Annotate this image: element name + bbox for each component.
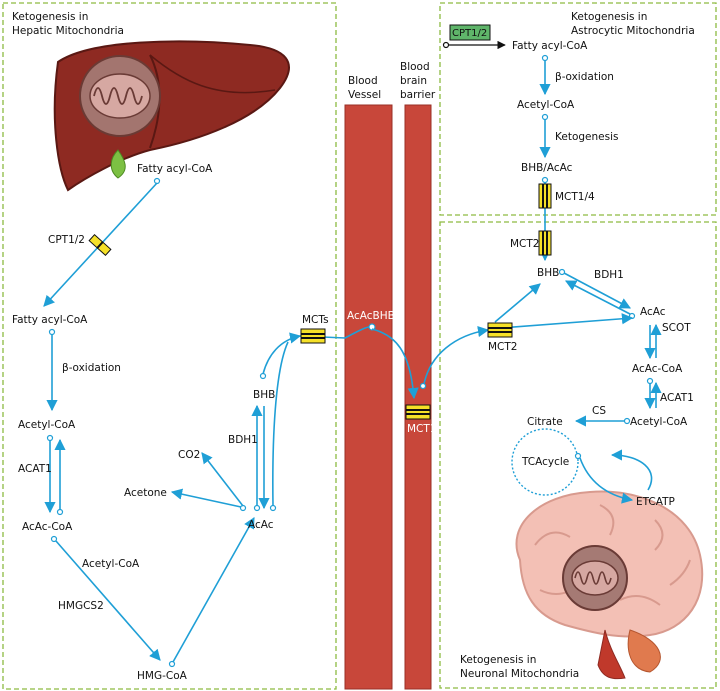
neuron-tca-etc-arrow [579,457,634,504]
liver-illustration [53,40,290,192]
astro-mct14: MCT1/4 [555,191,595,203]
neuron-mct2-top-transporter [538,230,552,256]
hep-acac-mct-path [272,341,289,507]
hep-mcts-label: MCTs [302,314,329,326]
neuron-citrate: Citrate [527,416,563,428]
neuron-etcatp: ETCATP [636,496,675,508]
hep-mcts-transporter [300,328,326,344]
astro-mct14-transporter [538,183,552,209]
astro-cpt-label: CPT1/2 [452,28,487,39]
neuron-scot: SCOT [662,322,691,334]
astro-fatty: Fatty acyl-CoA [512,40,588,52]
astro-bhbacac: BHB/AcAc [521,162,573,174]
mct1-dot [419,382,427,390]
hep-co2-arrow [201,452,244,507]
neuron-tca-dot [574,452,582,460]
neuron-mct2-to-acac [499,313,634,329]
hep-cpt-label: CPT1/2 [48,234,85,246]
neuron-acaccoa: AcAc-CoA [632,363,683,375]
neuron-acat1: ACAT1 [660,392,694,404]
neuron-bdh1-fwd [563,272,631,309]
astro-title-1: Ketogenesis in [571,11,647,23]
hep-fatty-mid: Fatty acyl-CoA [12,314,88,326]
neuronal-panel [439,221,717,689]
hep-acetone-arrow [170,488,242,508]
mct1-transporter [405,404,431,420]
acacbhb-label: AcAcBHB [347,310,395,322]
hepatic-title-1: Ketogenesis in [12,11,88,23]
blood-vessel-label-2: Vessel [348,89,381,101]
neuron-bhb: BHB [537,267,559,279]
hep-hmg-dot [168,660,176,668]
hep-bhb-dot [259,372,267,380]
hep-hmg-acac-arrow [172,517,255,663]
hep-bhb: BHB [253,389,275,401]
hep-acetyl2: Acetyl-CoA [82,558,140,570]
blood-brain-barrier [404,104,432,690]
astro-betaox: β-oxidation [555,71,614,83]
neuron-etc-loop-arrow [610,449,653,491]
neuron-mct2-to-bhb [494,283,541,323]
hep-acaccoa: AcAc-CoA [22,521,73,533]
hep-hmgcs2-arrow [55,540,161,661]
hep-acat1-label: ACAT1 [18,463,52,475]
hep-bdh1-label: BDH1 [228,434,258,446]
vessel-to-mct1-arrow [371,328,419,400]
neuron-bdh1-back [565,280,631,315]
neuron-mct2-left: MCT2 [488,341,518,353]
hep-acat1-up-dot [56,508,64,516]
vessel-dot [368,323,376,331]
neuron-bhb-dot [558,268,566,276]
hepatic-title-2: Hepatic Mitochondria [12,25,124,37]
astro-bhbacac-dot [541,176,549,184]
neuron-mct2-left-transporter [487,322,513,338]
hep-fatty-top-dot [153,177,161,185]
astro-cpt-dot [442,41,450,49]
neuron-tca: TCAcycle [521,456,569,468]
hep-fatty-top: Fatty acyl-CoA [137,163,213,175]
hep-acetone: Acetone [124,487,167,499]
hep-acetyl: Acetyl-CoA [18,419,76,431]
mct1-label: MCT1 [407,423,437,435]
hep-fatty-mid-dot [48,328,56,336]
neuron-tca-circle [511,428,579,496]
hep-co2: CO2 [178,449,200,461]
hep-cpt-transporter [88,233,112,257]
blood-vessel [344,104,393,690]
astro-title-2: Astrocytic Mitochondria [571,25,695,37]
neuron-acetyl-dot [623,417,631,425]
brain-illustration [515,490,704,680]
hep-hmgcs2-label: HMGCS2 [58,600,104,612]
astro-acetyl-dot [541,113,549,121]
astro-cpt-box [449,24,491,41]
astro-keto: Ketogenesis [555,131,618,143]
hep-bhb-mct-arrow [262,332,302,375]
hep-acac-dot-a [239,504,247,512]
neuron-cs: CS [592,405,606,417]
astro-acetyl: Acetyl-CoA [517,99,575,111]
neuron-bdh1: BDH1 [594,269,624,281]
neuron-title-2: Neuronal Mitochondria [460,668,579,680]
neuron-title-1: Ketogenesis in [460,654,536,666]
hep-acac-dot-b [253,504,261,512]
astro-fatty-dot [541,54,549,62]
bbb-label-2: brain [400,75,427,87]
hep-acac-dot-c [269,504,277,512]
neuron-mct2-top: MCT2 [510,238,540,250]
neuron-acetyl: Acetyl-CoA [630,416,688,428]
hep-acetyl-dot [46,434,54,442]
bbb-label-1: Blood [400,61,430,73]
blood-vessel-label-1: Blood [348,75,378,87]
hep-hmg: HMG-CoA [137,670,188,682]
hep-acac: AcAc [248,519,274,531]
astrocytic-panel [439,2,717,216]
hep-betaox-label: β-oxidation [62,362,121,374]
hepatic-panel [2,2,337,690]
neuron-acac: AcAc [640,306,666,318]
hep-acaccoa-dot [50,535,58,543]
mct1-to-neuron-arrow [423,325,490,385]
neuron-acaccoa-dot [646,377,654,385]
bbb-label-3: barrier [400,89,436,101]
